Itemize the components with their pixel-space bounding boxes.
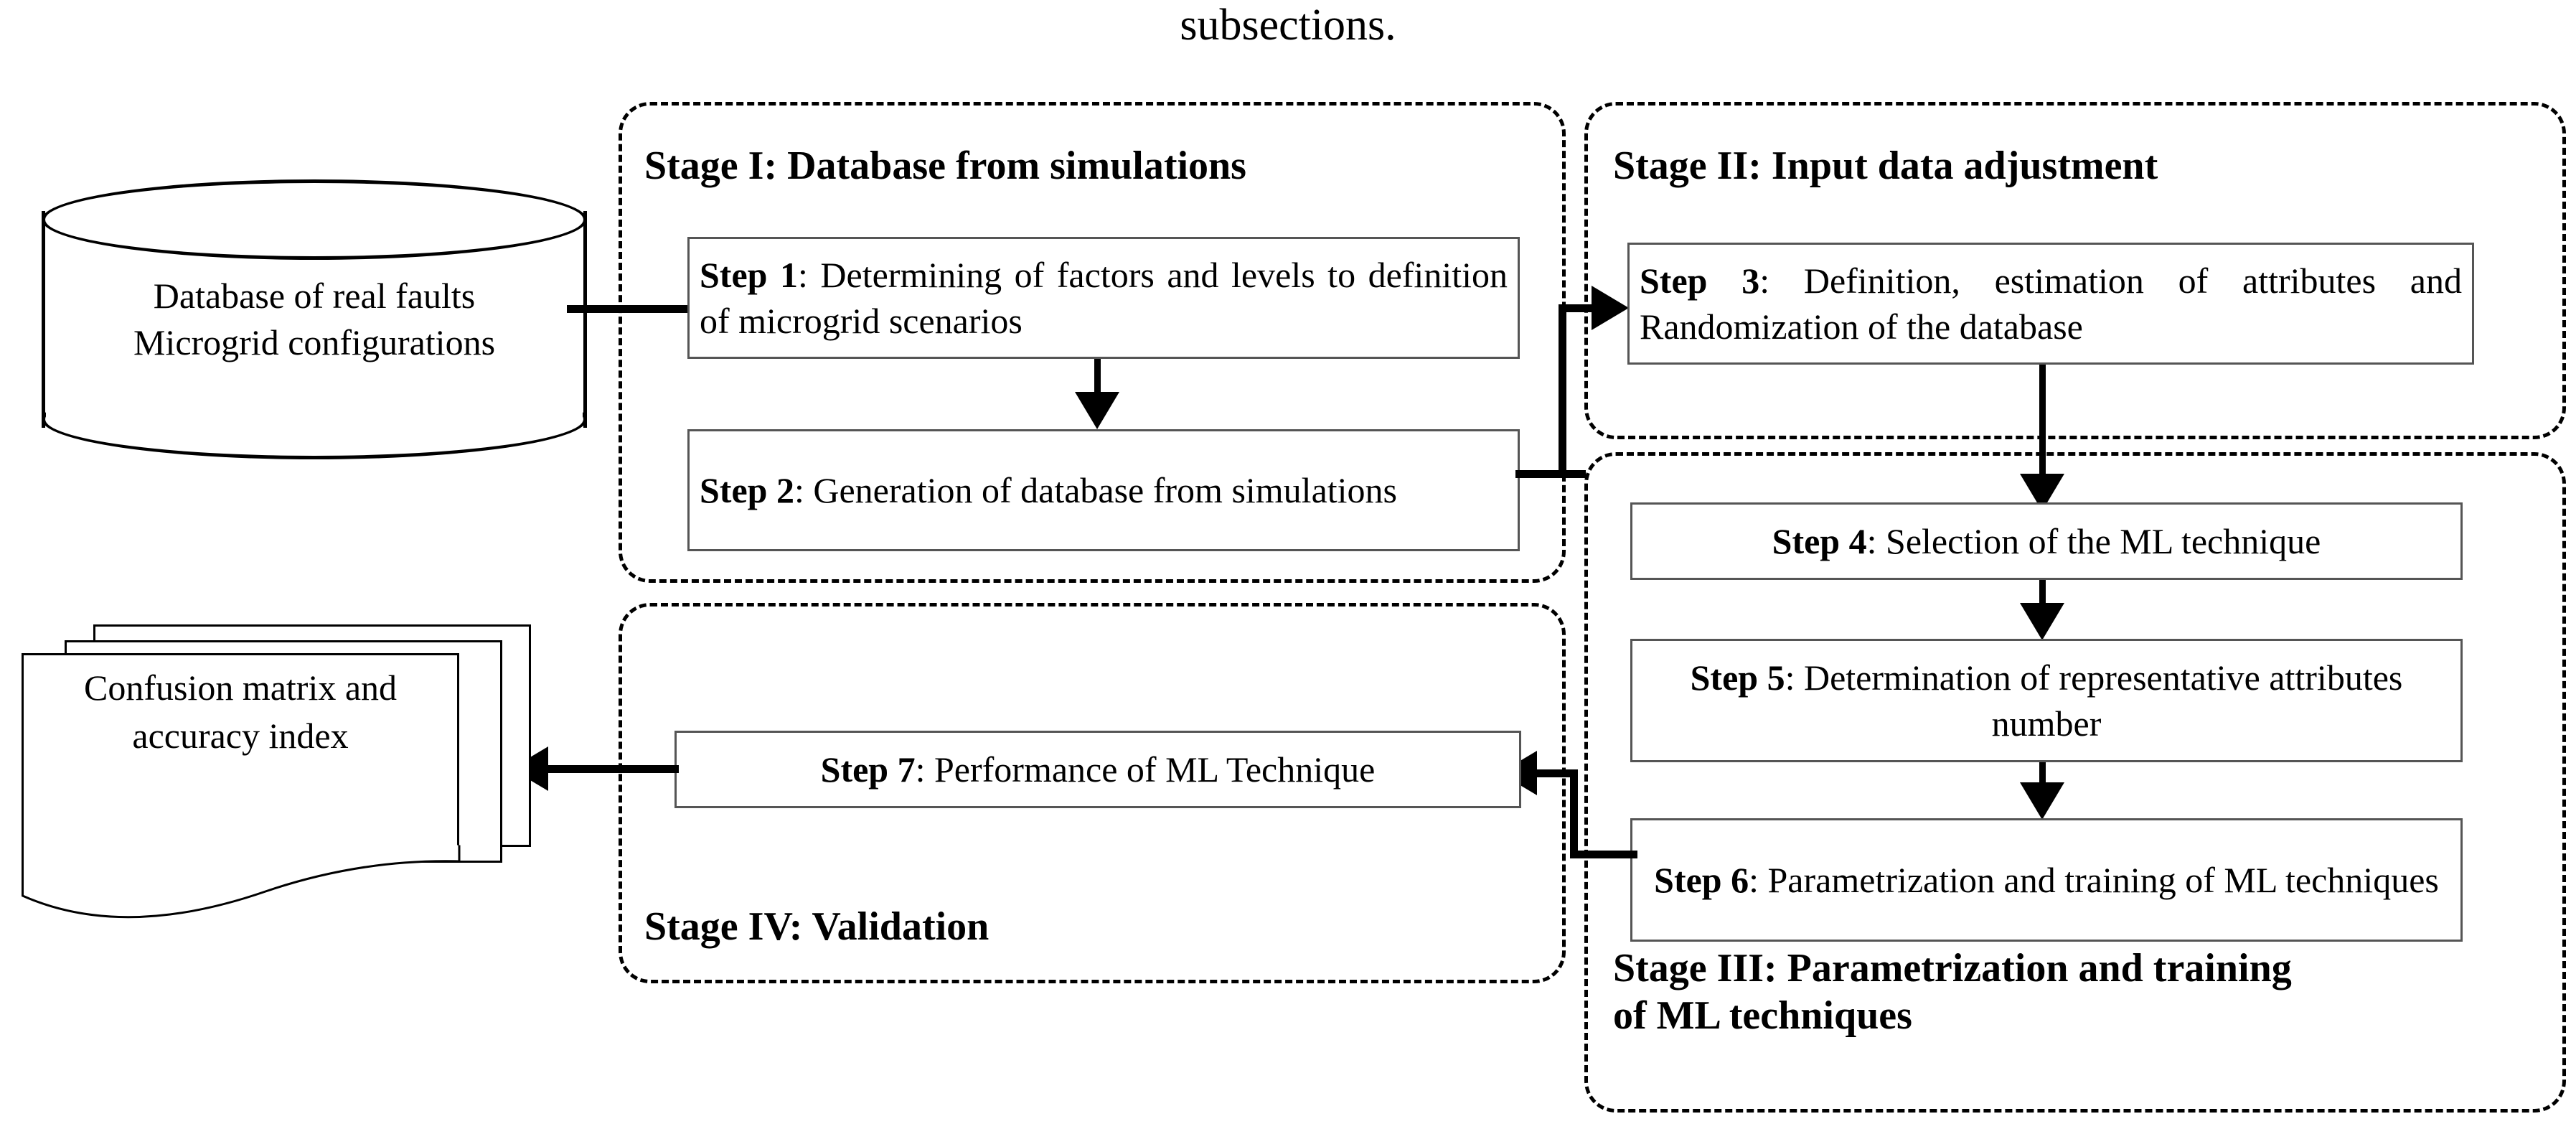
stage-3-container — [1584, 452, 2566, 1113]
step-2-body: : Generation of database from simulation… — [794, 470, 1398, 510]
step-4-text: Step 4: Selection of the ML technique — [1642, 518, 2450, 564]
step-3-text: Step 3: Definition, estimation of attrib… — [1640, 258, 2462, 350]
connector-step3-to-step4 — [2039, 365, 2046, 491]
step-6-text: Step 6: Parametrization and training of … — [1642, 857, 2450, 903]
stage-2-container — [1584, 102, 2566, 439]
output-document-stack: Confusion matrix and accuracy index — [22, 624, 538, 926]
step-2-box[interactable]: Step 2: Generation of database from simu… — [687, 429, 1520, 551]
step-7-body: : Performance of ML Technique — [915, 749, 1376, 790]
step-5-box[interactable]: Step 5: Determination of representative … — [1630, 639, 2463, 762]
connector-step2-right — [1515, 470, 1586, 478]
connector-step7-to-output — [545, 765, 679, 773]
database-cylinder: Database of real faults Microgrid config… — [42, 179, 587, 459]
step-6-body: : Parametrization and training of ML tec… — [1749, 860, 2439, 900]
step-1-text: Step 1: Determining of factors and level… — [700, 252, 1508, 344]
connector-step2-up — [1559, 304, 1566, 478]
stage-2-title: Stage II: Input data adjustment — [1613, 144, 2158, 188]
cylinder-mask — [46, 376, 583, 419]
connector-db-to-step1 — [567, 305, 710, 313]
step-1-body: : Determining of factors and levels to d… — [700, 255, 1508, 341]
output-label: Confusion matrix and accuracy index — [83, 668, 398, 756]
connector-step4-to-step5 — [2039, 580, 2046, 612]
step-2-label: Step 2 — [700, 470, 794, 510]
step-5-text: Step 5: Determination of representative … — [1642, 655, 2450, 746]
step-4-box[interactable]: Step 4: Selection of the ML technique — [1630, 502, 2463, 580]
step-3-label: Step 3 — [1640, 261, 1760, 301]
connector-step6-left — [1570, 851, 1637, 858]
arrowhead-step4-to-step5 — [2020, 603, 2064, 640]
stage-4-title: Stage IV: Validation — [644, 904, 989, 949]
connector-step1-to-step2 — [1094, 359, 1101, 399]
step-5-label: Step 5 — [1690, 657, 1785, 698]
step-3-box[interactable]: Step 3: Definition, estimation of attrib… — [1627, 243, 2474, 365]
stage-4-container — [619, 603, 1566, 983]
page-caption: subsections. — [1180, 1, 1396, 50]
step-7-text: Step 7: Performance of ML Technique — [687, 746, 1509, 792]
step-5-body: : Determination of representative attrib… — [1785, 657, 2403, 744]
step-7-label: Step 7 — [820, 749, 916, 790]
stage-1-title: Stage I: Database from simulations — [644, 144, 1246, 188]
step-1-box[interactable]: Step 1: Determining of factors and level… — [687, 237, 1520, 359]
step-2-text: Step 2: Generation of database from simu… — [700, 467, 1508, 513]
step-6-box[interactable]: Step 6: Parametrization and training of … — [1630, 818, 2463, 942]
step-1-label: Step 1 — [700, 255, 798, 295]
arrowhead-step2-to-step3 — [1592, 286, 1629, 330]
connector-step6-to-step7 — [1536, 769, 1577, 777]
arrowhead-step1-to-step2 — [1075, 392, 1119, 429]
step-7-box[interactable]: Step 7: Performance of ML Technique — [674, 731, 1521, 808]
output-sheet-front — [22, 653, 459, 847]
output-sheet-wave — [22, 845, 461, 919]
connector-step2-to-step3 — [1559, 304, 1604, 312]
arrowhead-step5-to-step6 — [2020, 782, 2064, 820]
cylinder-top-ellipse — [42, 179, 587, 260]
connector-step6-up — [1570, 769, 1578, 858]
step-4-label: Step 4 — [1772, 521, 1867, 561]
step-3-body: : Definition, estimation of attributes a… — [1640, 261, 2462, 347]
step-6-label: Step 6 — [1654, 860, 1749, 900]
database-label: Database of real faults Microgrid config… — [133, 276, 496, 362]
connector-step5-to-step6 — [2039, 762, 2046, 791]
step-4-body: : Selection of the ML technique — [1866, 521, 2321, 561]
stage-3-title: Stage III: Parametrization and training … — [1613, 946, 2292, 1039]
